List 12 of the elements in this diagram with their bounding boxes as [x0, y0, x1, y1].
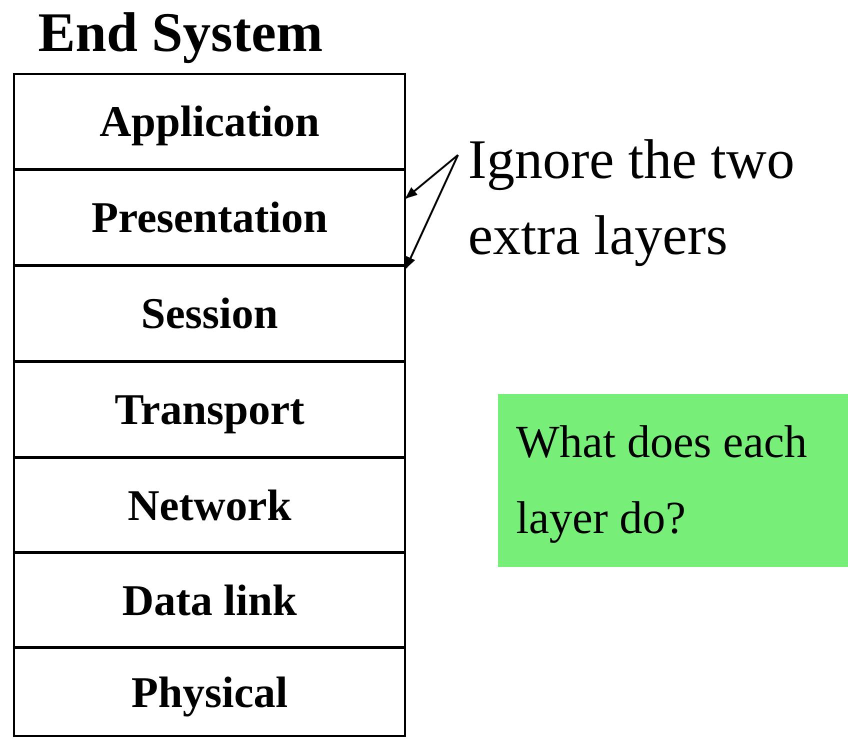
- arrow: [405, 154, 459, 269]
- layer-box: Transport: [13, 361, 406, 458]
- layer-box: Application: [13, 73, 406, 170]
- callout-text: Ignore the two extra layers: [458, 122, 848, 274]
- layer-box: Data link: [13, 552, 406, 648]
- question-box: What does each layer do?: [498, 394, 848, 567]
- layer-box: Network: [13, 457, 406, 553]
- layer-box: Presentation: [13, 169, 406, 266]
- layer-box: Physical: [13, 647, 406, 737]
- arrow: [405, 154, 459, 199]
- layer-box: Session: [13, 265, 406, 362]
- title: End System: [38, 1, 323, 66]
